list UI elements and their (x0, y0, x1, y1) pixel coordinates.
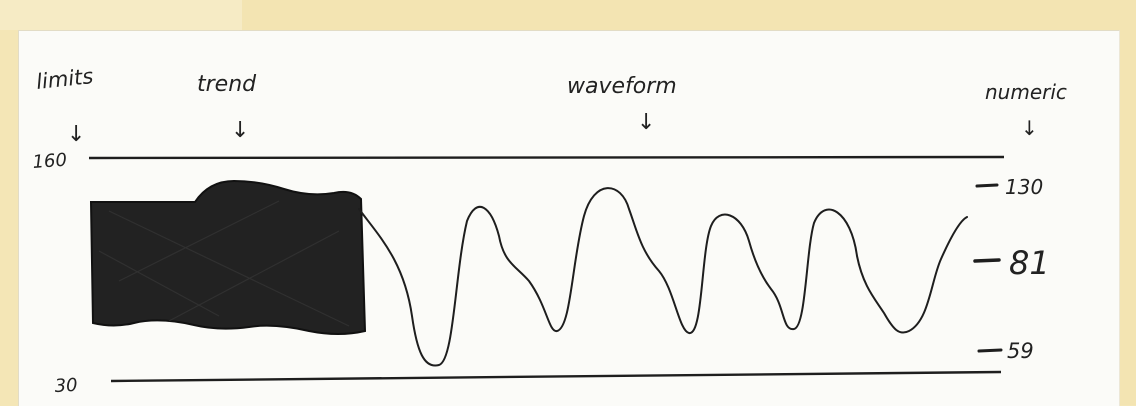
numeric-top-dash (975, 183, 999, 188)
trend-shaded-area (89, 179, 367, 335)
numeric-middle-value: 81 (1009, 244, 1050, 282)
sketch-paper: limits ↓ trend ↓ waveform ↓ numeric ↓ 16… (18, 30, 1120, 406)
label-limits: limits (35, 64, 94, 94)
upper-limit-line (88, 155, 1005, 160)
numeric-bottom-value: 59 (1007, 339, 1034, 363)
arrow-trend-icon: ↓ (231, 118, 249, 143)
lower-limit-label: 30 (54, 375, 78, 397)
numeric-middle-dash (973, 258, 1001, 263)
arrow-waveform-icon: ↓ (637, 110, 655, 135)
numeric-bottom-dash (977, 348, 1003, 353)
top-bar (0, 0, 1136, 30)
numeric-top-value: 130 (1005, 175, 1043, 199)
label-waveform: waveform (567, 74, 677, 99)
monitor-sketch: limits ↓ trend ↓ waveform ↓ numeric ↓ 16… (32, 64, 1067, 397)
label-numeric: numeric (985, 80, 1067, 104)
trend-shading-texture (98, 200, 350, 327)
arrow-numeric-icon: ↓ (1021, 116, 1038, 140)
label-trend: trend (197, 72, 257, 97)
upper-limit-label: 160 (32, 150, 68, 173)
lower-limit-line (110, 370, 1002, 383)
top-bar-tab (0, 0, 242, 30)
right-margin (1118, 30, 1136, 405)
arrow-limits-icon: ↓ (67, 122, 85, 147)
waveform-line (358, 187, 968, 367)
